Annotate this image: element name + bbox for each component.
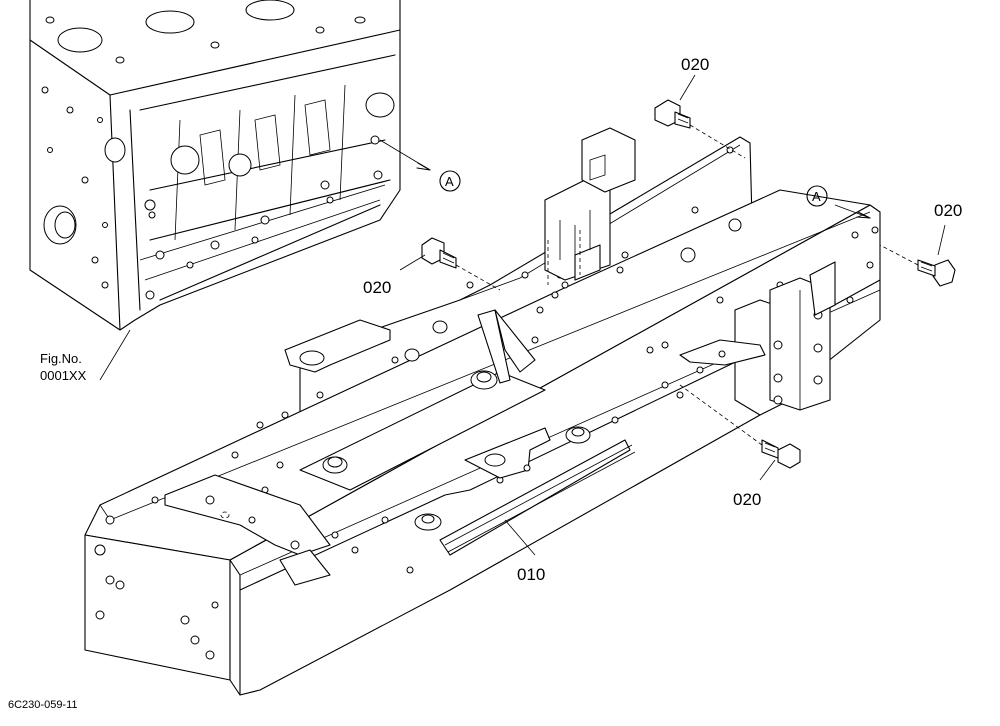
bolt-020-left [421,237,501,291]
bolt-020-top [654,99,746,159]
engine-block [29,0,401,331]
view-marker-a-left-label: A [445,174,454,189]
frame-assembly [84,127,881,696]
fig-no-value: 0001XX [40,368,87,383]
bolt-020-right [879,244,956,287]
view-marker-a-left: A [439,170,461,192]
callout-020-right: 020 [934,201,962,220]
callout-010: 010 [517,565,545,584]
fig-no-label: Fig.No. [40,351,82,366]
callout-020-left: 020 [363,278,391,297]
bolt-020-bottom [679,384,801,469]
callout-020-bottom: 020 [733,490,761,509]
drawing-code: 6C230-059-11 [8,699,78,711]
view-marker-a-right-label: A [812,189,821,204]
callout-020-top: 020 [681,55,709,74]
view-marker-a-right: A [806,185,828,207]
